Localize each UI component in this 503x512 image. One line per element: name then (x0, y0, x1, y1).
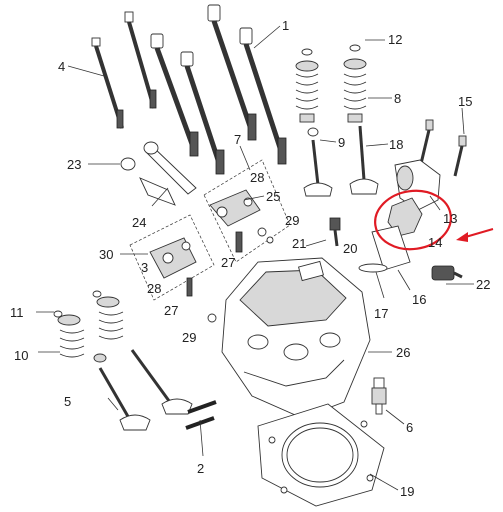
callout-21: 21 (292, 236, 306, 251)
callout-6: 6 (406, 420, 413, 435)
callout-8: 8 (394, 91, 401, 106)
callout-4: 4 (58, 59, 65, 74)
callout-1: 1 (282, 18, 289, 33)
callout-12: 12 (388, 32, 402, 47)
left-valve-assembly (53, 290, 193, 431)
callout-16: 16 (412, 292, 426, 307)
rocker-arm-assembly-left (129, 214, 215, 301)
rocker-arm-assembly (203, 159, 291, 263)
head-gasket (257, 403, 385, 507)
callout-29a: 29 (285, 213, 299, 228)
callout-24: 24 (132, 215, 146, 230)
callout-25: 25 (266, 189, 280, 204)
callout-10: 10 (14, 348, 28, 363)
callout-27a: 27 (221, 255, 235, 270)
callout-5: 5 (64, 394, 71, 409)
callout-22: 22 (476, 277, 490, 292)
callout-2: 2 (197, 461, 204, 476)
callout-13: 13 (443, 211, 457, 226)
callout-28a: 28 (250, 170, 264, 185)
callout-26: 26 (396, 345, 410, 360)
highlight-circle (374, 189, 452, 251)
callout-30: 30 (99, 247, 113, 262)
right-valve-assembly (295, 44, 379, 197)
callout-17: 17 (374, 306, 388, 321)
small-fasteners (207, 217, 341, 323)
callout-11: 11 (10, 305, 24, 320)
callout-28b: 28 (147, 281, 161, 296)
callout-23: 23 (67, 157, 81, 172)
thermostat-housing (358, 159, 441, 273)
callout-15: 15 (458, 94, 472, 109)
callout-3: 3 (141, 260, 148, 275)
spark-plug (371, 377, 387, 415)
callout-18: 18 (389, 137, 403, 152)
temperature-sensor (431, 265, 463, 281)
callout-19: 19 (400, 484, 414, 499)
callout-29b: 29 (182, 330, 196, 345)
dowel-pins (120, 141, 197, 206)
highlight-arrow (456, 228, 494, 242)
callout-14: 14 (428, 235, 442, 250)
cylinder-head-bolts (91, 4, 287, 175)
callout-7: 7 (234, 132, 241, 147)
leader-lines (36, 25, 474, 491)
callout-9: 9 (338, 135, 345, 150)
callout-20: 20 (343, 241, 357, 256)
callout-27b: 27 (164, 303, 178, 318)
cylinder-head (221, 257, 371, 419)
callout-labels: 1 4 12 8 9 18 15 23 24 7 28 25 13 14 29 … (10, 18, 490, 499)
